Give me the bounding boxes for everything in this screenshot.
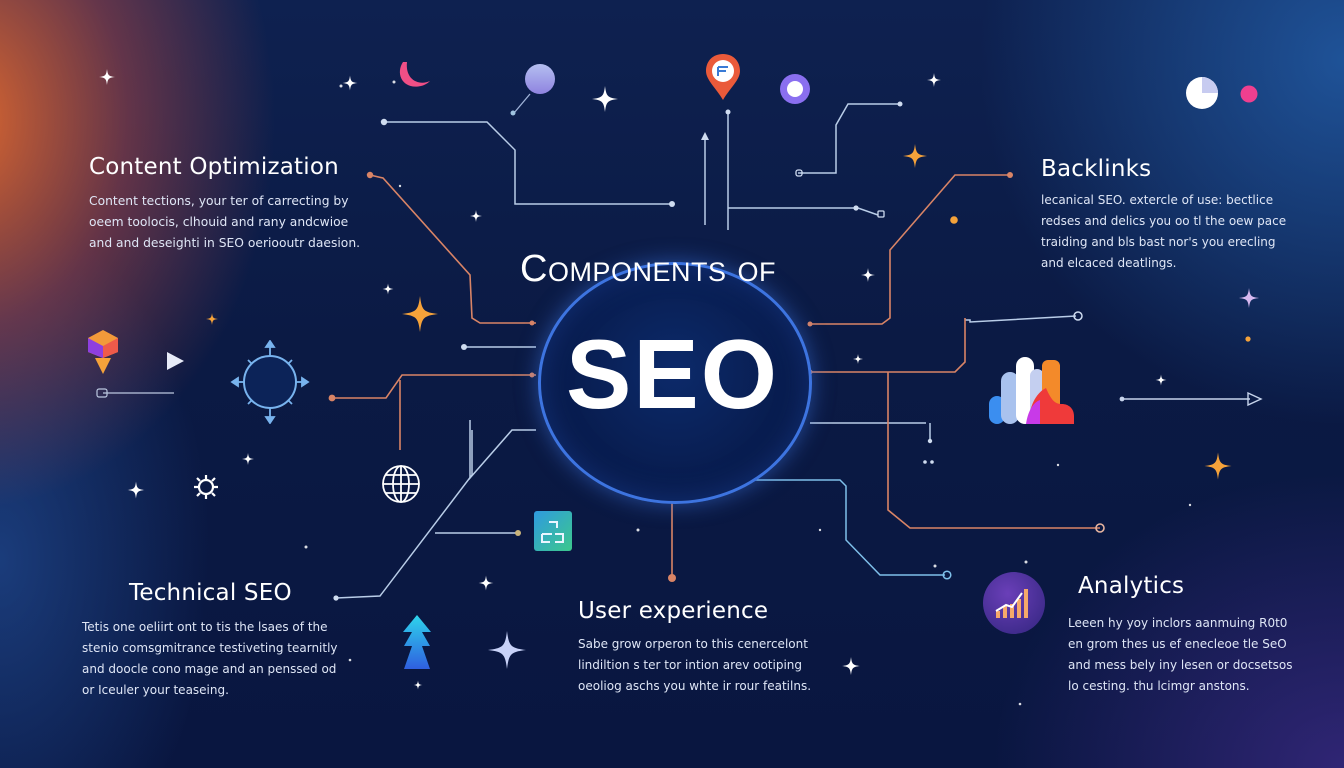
section-body-technical-seo: Tetis one oeliirt ont to tis the lsaes o… xyxy=(82,620,338,697)
section-body-analytics: Leeen hy yoy inclors aanmuing R0t0 en gr… xyxy=(1068,616,1293,693)
section-body-backlinks: lecanical SEO. extercle of use: bectlice… xyxy=(1041,193,1287,270)
center-circle xyxy=(538,262,812,504)
section-title-technical-seo: Technical SEO xyxy=(129,580,292,606)
pink-dot-icon xyxy=(1240,85,1258,103)
pie-chart-icon xyxy=(1186,77,1218,109)
ring-icon xyxy=(780,74,810,104)
planet-pin-icon xyxy=(525,64,555,94)
section-title-user-experience: User experience xyxy=(578,598,769,624)
bar-chart-icon xyxy=(989,357,1074,424)
gem-pin-icon xyxy=(88,330,118,374)
location-pin-icon xyxy=(706,54,740,100)
play-icon xyxy=(167,352,184,370)
compass-circle-icon xyxy=(230,340,310,424)
sitemap-icon xyxy=(534,511,572,551)
section-title-content-optimization: Content Optimization xyxy=(89,154,339,180)
crescent-moon-icon xyxy=(399,62,430,87)
growth-chart-icon xyxy=(983,572,1045,634)
section-body-content-optimization: Content tections, your ter of carrecting… xyxy=(89,194,361,250)
arrow-up-tree-icon xyxy=(403,615,431,669)
globe-icon xyxy=(382,465,420,503)
settings-gear-icon xyxy=(194,475,218,499)
diagram-title-seo: SEO xyxy=(566,319,779,429)
diagram-title-line1: Components of xyxy=(520,248,777,290)
section-title-backlinks: Backlinks xyxy=(1041,156,1152,182)
section-title-analytics: Analytics xyxy=(1078,573,1185,599)
section-body-user-experience: Sabe grow orperon to this cenercelont li… xyxy=(578,637,812,693)
